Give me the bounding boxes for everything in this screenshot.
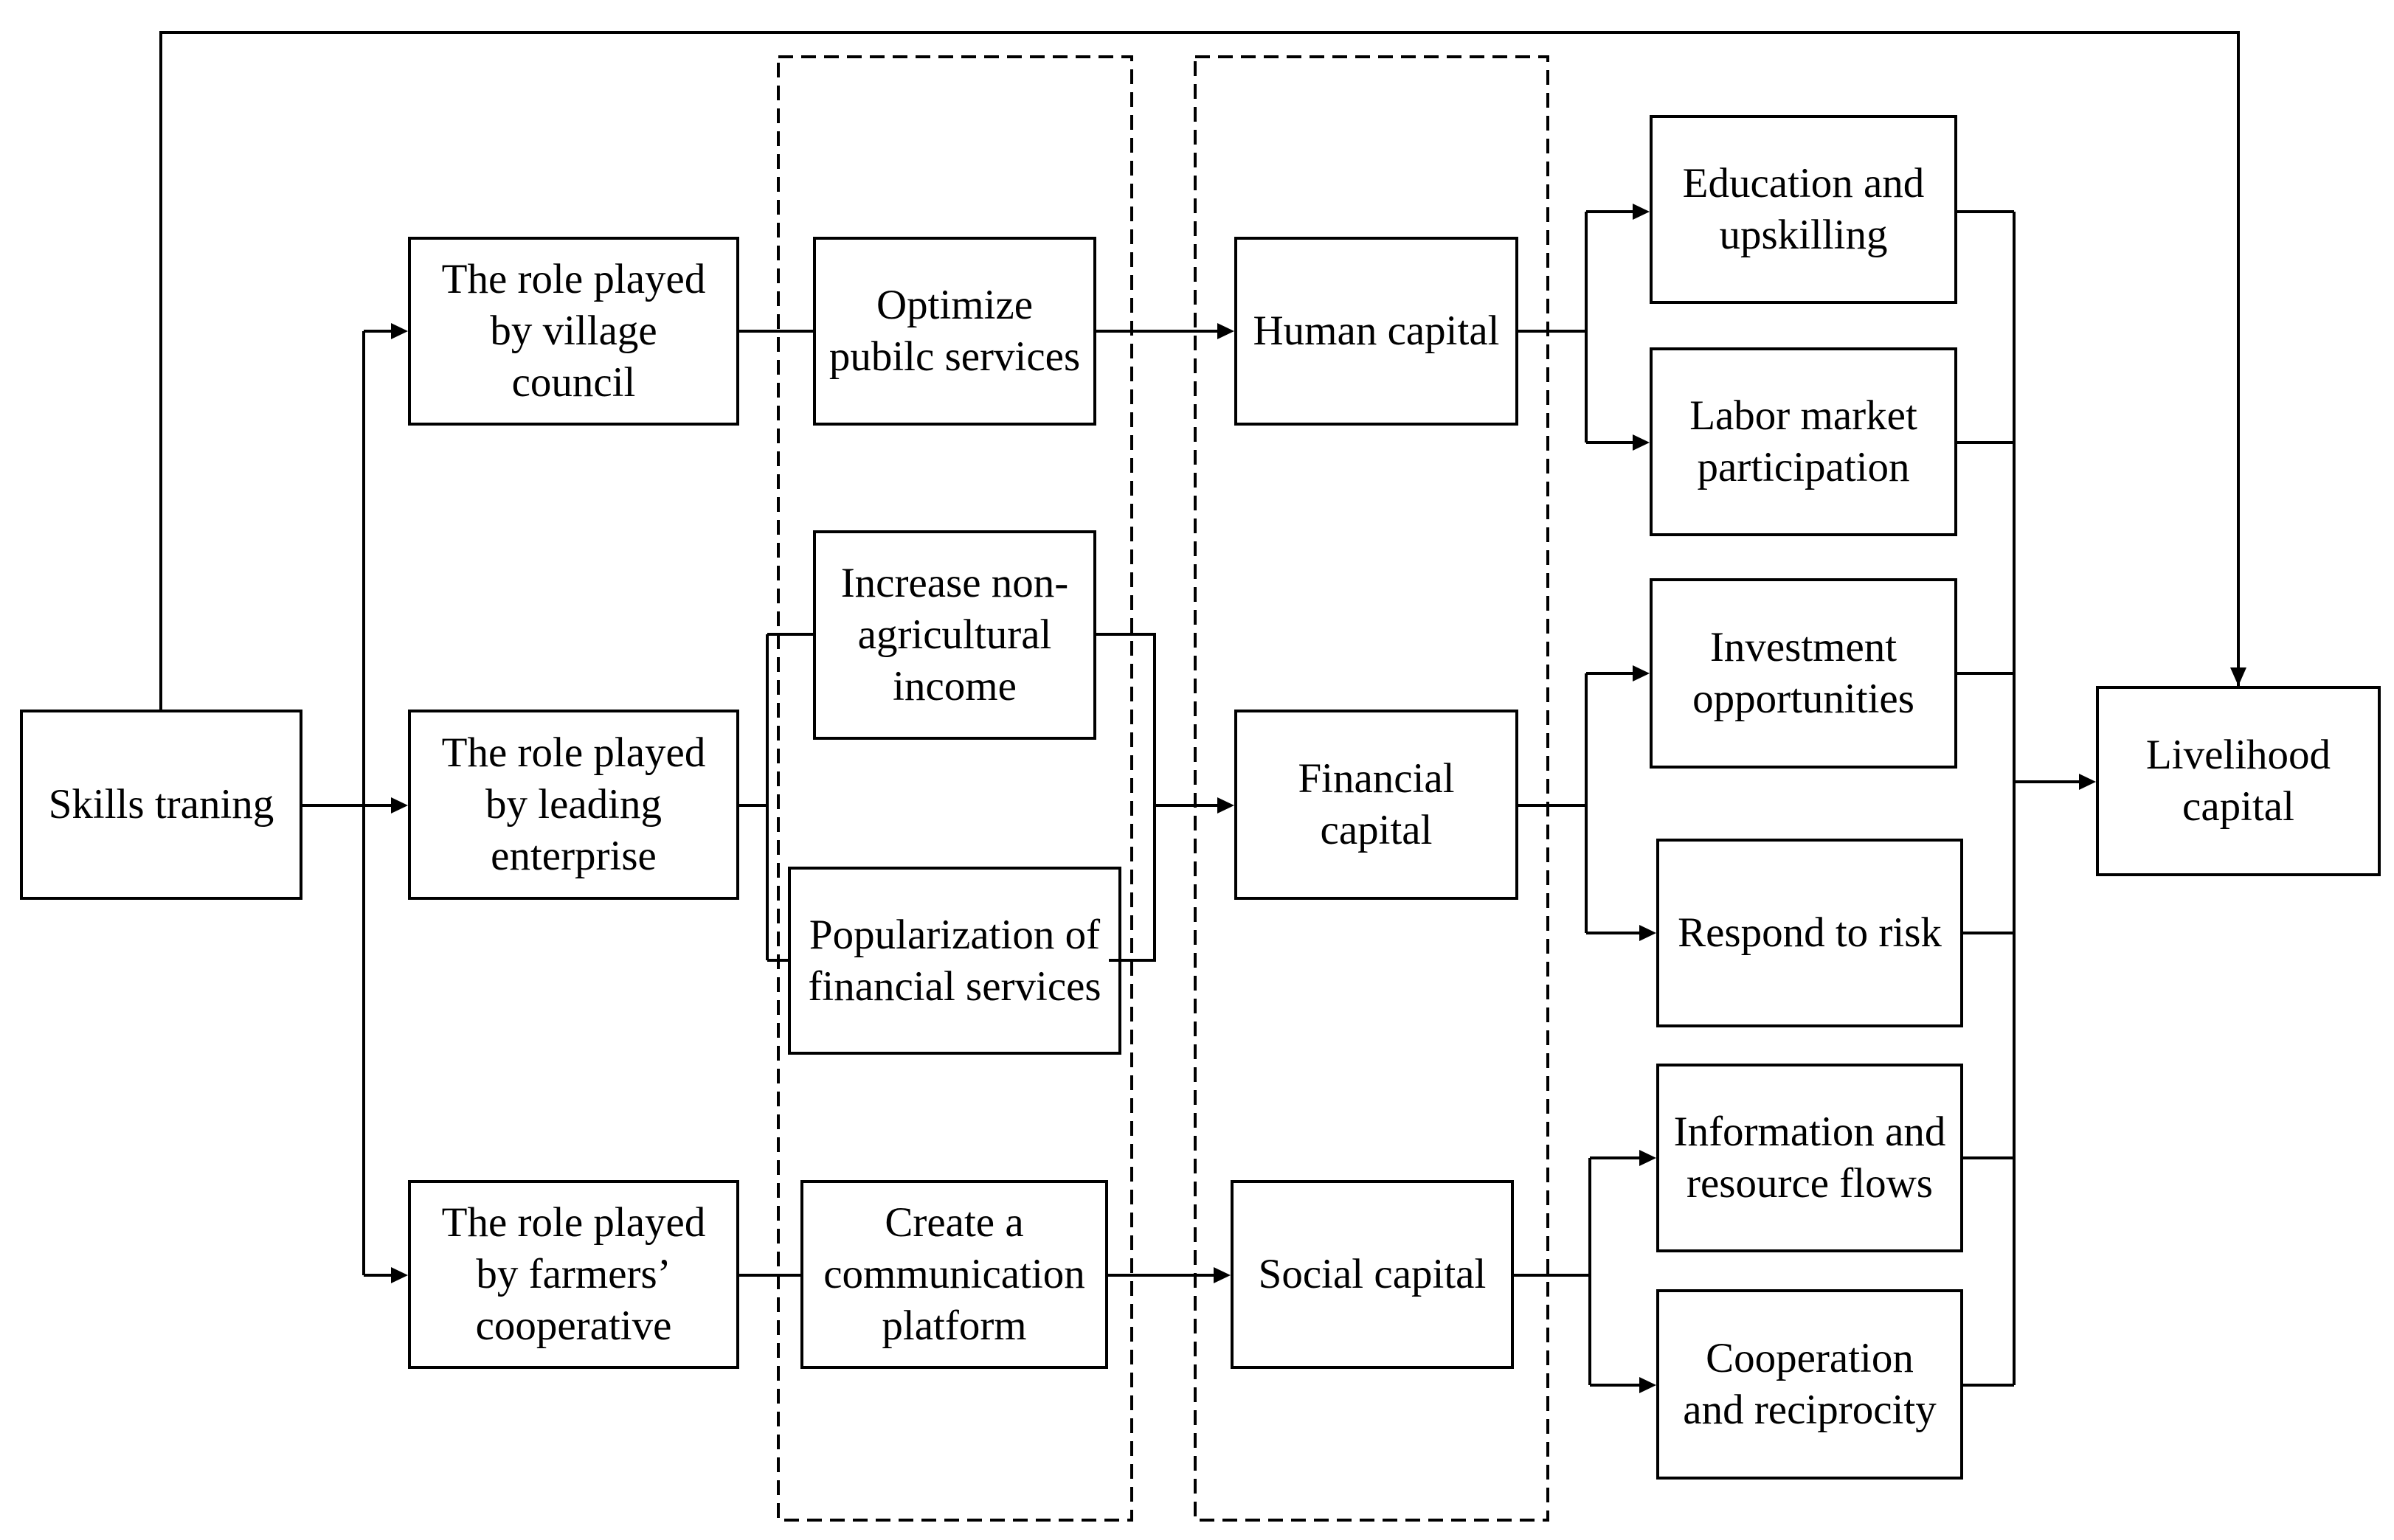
node-line: opportunities xyxy=(1692,676,1914,722)
node-line: by village xyxy=(490,308,657,354)
node-line: enterprise xyxy=(491,833,657,879)
node-information-flows: Information and resource flows xyxy=(1656,1064,1963,1252)
node-line: Cooperation xyxy=(1706,1335,1914,1381)
node-line: cooperative xyxy=(475,1303,672,1349)
connector-social-branch xyxy=(1514,1156,1639,1387)
connector-enterprise-bracket-right xyxy=(1096,633,1217,962)
node-line: platform xyxy=(882,1303,1027,1349)
node-line: communication xyxy=(823,1251,1085,1297)
node-optimize-public-services: Optimize pubilc services xyxy=(813,237,1096,426)
node-line: Livelihood xyxy=(2145,732,2331,778)
connector-outcomes-collector xyxy=(1957,210,2016,1387)
arrowhead-livelihood-top xyxy=(2230,667,2246,686)
node-social-capital: Social capital xyxy=(1231,1180,1514,1369)
node-line: by leading xyxy=(485,781,662,828)
node-line: Respond to risk xyxy=(1678,909,1942,956)
connector-financial-branch xyxy=(1518,672,1639,934)
node-livelihood-capital: Livelihood capital xyxy=(2096,686,2381,876)
node-line: financial services xyxy=(808,962,1101,1010)
connector-skills-to-livelihood xyxy=(159,31,2240,710)
node-communication-platform: Create a communication platform xyxy=(800,1180,1108,1369)
node-farmers-cooperative: The role played by farmers’ cooperative xyxy=(408,1180,739,1369)
node-line: Education and xyxy=(1682,160,1925,207)
arrowhead-human-capital xyxy=(1217,323,1234,339)
node-line: Information and xyxy=(1673,1109,1946,1155)
arrowhead-financial-capital xyxy=(1217,797,1234,814)
node-cooperation-reciprocity: Cooperation and reciprocity xyxy=(1656,1289,1963,1480)
node-line: participation xyxy=(1697,444,1910,490)
node-line: council xyxy=(511,359,636,406)
node-village-council: The role played by village council xyxy=(408,237,739,426)
arrowhead-village-council xyxy=(391,323,408,339)
node-financial-services: Popularization of financial services xyxy=(788,867,1121,1055)
node-line: Skills traning xyxy=(48,781,274,828)
node-respond-to-risk: Respond to risk xyxy=(1656,839,1963,1027)
node-line: income xyxy=(893,663,1017,710)
arrowhead-cooperation xyxy=(1639,1377,1656,1393)
node-line: Popularization of xyxy=(809,911,1101,958)
node-line: and reciprocity xyxy=(1683,1387,1937,1433)
arrowhead-leading-enterprise xyxy=(391,797,408,814)
node-line: The role played xyxy=(441,729,706,776)
arrowhead-livelihood-left xyxy=(2079,774,2096,790)
node-line: by farmers’ xyxy=(476,1251,671,1297)
arrowhead-respond-risk xyxy=(1639,925,1656,941)
node-leading-enterprise: The role played by leading enterprise xyxy=(408,710,739,900)
node-human-capital: Human capital xyxy=(1234,237,1518,426)
capital-group-frame xyxy=(1194,55,1549,1522)
node-line: Optimize xyxy=(876,282,1034,328)
node-line: The role played xyxy=(441,1199,706,1246)
arrowhead-labor-market xyxy=(1633,434,1650,451)
node-line: Increase non- xyxy=(840,560,1069,606)
connector-human-branch xyxy=(1518,210,1633,444)
connector-enterprise-bracket-left xyxy=(739,633,813,962)
node-line: upskilling xyxy=(1719,212,1888,258)
arrowhead-farmers-cooperative xyxy=(391,1267,408,1283)
mechanism-group-frame xyxy=(777,55,1133,1522)
node-labor-market: Labor market participation xyxy=(1650,347,1957,536)
node-line: capital xyxy=(2182,783,2294,830)
node-line: agricultural xyxy=(857,611,1052,658)
arrowhead-education xyxy=(1633,204,1650,220)
node-financial-capital: Financial capital xyxy=(1234,710,1518,900)
node-increase-income: Increase non- agricultural income xyxy=(813,530,1096,740)
node-line: Financial xyxy=(1298,755,1455,802)
node-line: Labor market xyxy=(1689,392,1917,439)
arrowhead-social-capital xyxy=(1214,1267,1231,1283)
node-investment-opportunities: Investment opportunities xyxy=(1650,578,1957,769)
node-line: capital xyxy=(1320,807,1433,853)
node-line: Human capital xyxy=(1253,308,1500,354)
node-education-upskilling: Education and upskilling xyxy=(1650,115,1957,304)
node-line: Investment xyxy=(1709,624,1897,670)
node-skills-training: Skills traning xyxy=(20,710,302,900)
node-line: Create a xyxy=(885,1199,1024,1246)
arrowhead-information xyxy=(1639,1150,1656,1166)
node-line: pubilc services xyxy=(828,333,1081,380)
arrowhead-investment xyxy=(1633,665,1650,681)
node-line: The role played xyxy=(441,256,706,302)
node-line: resource flows xyxy=(1686,1160,1933,1207)
node-line: Social capital xyxy=(1258,1251,1487,1297)
